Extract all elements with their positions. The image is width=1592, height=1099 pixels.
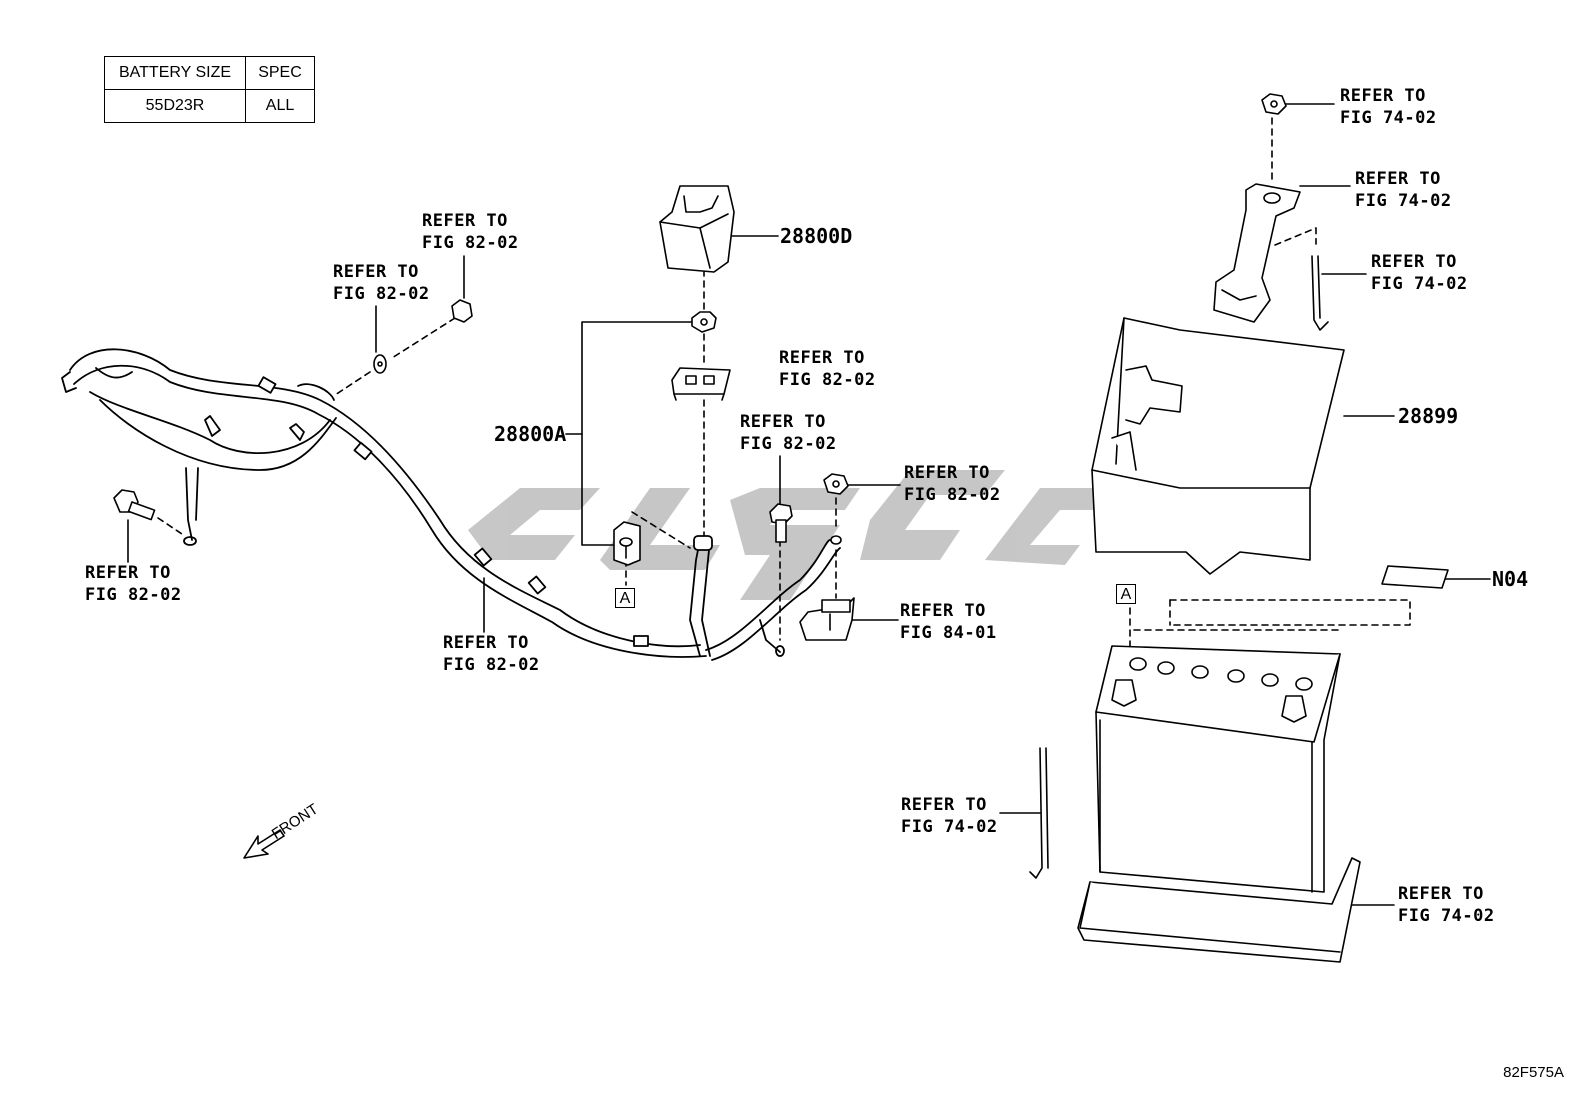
battery-tray-upper <box>1091 317 1345 575</box>
marker-a-battery: A <box>1116 584 1136 604</box>
watermark <box>468 470 1120 600</box>
bolt-center <box>769 503 793 543</box>
holddown-nut <box>1261 93 1287 115</box>
part-number-cable: 28800A <box>494 422 567 446</box>
refer-label-11: REFER TO FIG 74-02 <box>1371 252 1468 294</box>
refer-label-5: REFER TO FIG 82-02 <box>779 348 876 390</box>
figure-code: 82F575A <box>1503 1064 1564 1081</box>
leader-lines <box>127 103 1491 906</box>
refer-label-2: REFER TO FIG 82-02 <box>333 262 430 304</box>
spec-header-size: BATTERY SIZE <box>104 56 246 90</box>
refer-label-10: REFER TO FIG 74-02 <box>1355 169 1452 211</box>
refer-label-6: REFER TO FIG 82-02 <box>740 412 837 454</box>
spec-cell-spec: ALL <box>245 89 315 123</box>
cable-harness <box>61 348 841 661</box>
refer-label-9: REFER TO FIG 74-02 <box>1340 86 1437 128</box>
terminal-cover <box>659 185 735 273</box>
battery <box>1095 645 1341 893</box>
refer-label-7: REFER TO FIG 82-02 <box>904 463 1001 505</box>
refer-label-1: REFER TO FIG 82-02 <box>422 211 519 253</box>
battery-spec-table: BATTERY SIZE SPEC 55D23R ALL <box>104 56 315 123</box>
refer-label-13: REFER TO FIG 74-02 <box>1398 884 1495 926</box>
front-arrow-icon <box>243 829 285 859</box>
refer-label-8: REFER TO FIG 84-01 <box>900 601 997 643</box>
marker-a-cable: A <box>615 588 635 608</box>
nut-right <box>823 473 849 545</box>
refer-label-4: REFER TO FIG 82-02 <box>443 633 540 675</box>
part-number-label: N04 <box>1492 567 1529 591</box>
part-number-tray: 28899 <box>1398 404 1459 428</box>
hook-rod-upper <box>1311 255 1329 331</box>
terminal-clamp <box>613 521 641 566</box>
washer-nut <box>373 299 473 374</box>
label-n04 <box>1381 565 1449 589</box>
current-sensor <box>799 597 855 641</box>
battery-tray-lower <box>1077 857 1361 963</box>
fuse-block <box>671 367 731 401</box>
refer-label-12: REFER TO FIG 74-02 <box>901 795 998 837</box>
holddown-clamp <box>1213 183 1301 323</box>
part-number-terminal-cover: 28800D <box>780 224 853 248</box>
bolt-left <box>113 489 156 521</box>
hook-rod-lower <box>1029 747 1049 879</box>
spec-header-spec: SPEC <box>245 56 315 90</box>
nut-top <box>691 311 717 333</box>
refer-label-3: REFER TO FIG 82-02 <box>85 563 182 605</box>
